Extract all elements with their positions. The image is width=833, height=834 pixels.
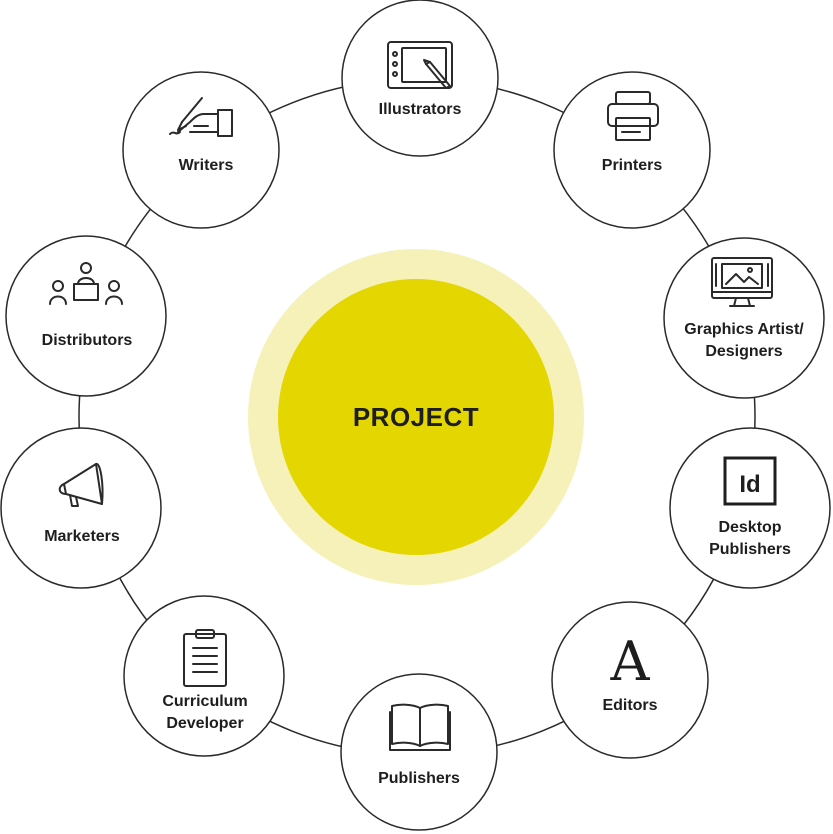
drawing-tablet-icon (387, 41, 453, 89)
node-marketers: Marketers (0, 427, 162, 589)
megaphone-icon (58, 463, 104, 507)
font-letter-a-icon: A (610, 630, 651, 693)
node-label: Publishers (709, 541, 791, 558)
node-label: Marketers (44, 528, 120, 545)
node-label: Editors (602, 697, 657, 714)
hand-writing-icon (169, 97, 233, 137)
indesign-icon: Id (723, 456, 777, 506)
open-book-icon (389, 703, 451, 751)
node-label: Developer (166, 715, 243, 732)
clipboard-icon (183, 629, 227, 687)
node-desktop-publishers: Id Desktop Publishers (669, 427, 831, 589)
printer-icon (607, 91, 659, 141)
meeting-people-icon (49, 262, 123, 305)
node-illustrators: Illustrators (341, 0, 499, 157)
node-distributors: Distributors (5, 235, 167, 397)
node-curriculum-developer: Curriculum Developer (123, 595, 285, 757)
monitor-design-icon (711, 257, 773, 307)
node-label: Graphics Artist/ (684, 321, 804, 338)
node-label: Curriculum (162, 693, 247, 710)
center-project: PROJECT (248, 249, 584, 585)
svg-text:A: A (610, 630, 651, 693)
node-label: Designers (705, 343, 782, 360)
node-label: Writers (179, 157, 234, 174)
node-label: Publishers (378, 770, 460, 787)
node-graphics-artist-designers: Graphics Artist/ Designers (663, 237, 825, 399)
node-publishers: Publishers (340, 673, 498, 831)
node-label: Distributors (42, 332, 133, 349)
node-label: Printers (602, 157, 663, 174)
node-writers: Writers (122, 71, 280, 229)
center-core (278, 279, 554, 555)
node-printers: Printers (553, 71, 711, 229)
center-label: PROJECT (353, 402, 479, 432)
node-label: Desktop (718, 519, 781, 536)
svg-text:Id: Id (739, 471, 760, 498)
node-label: Illustrators (379, 101, 462, 118)
node-editors: A Editors (551, 601, 709, 759)
